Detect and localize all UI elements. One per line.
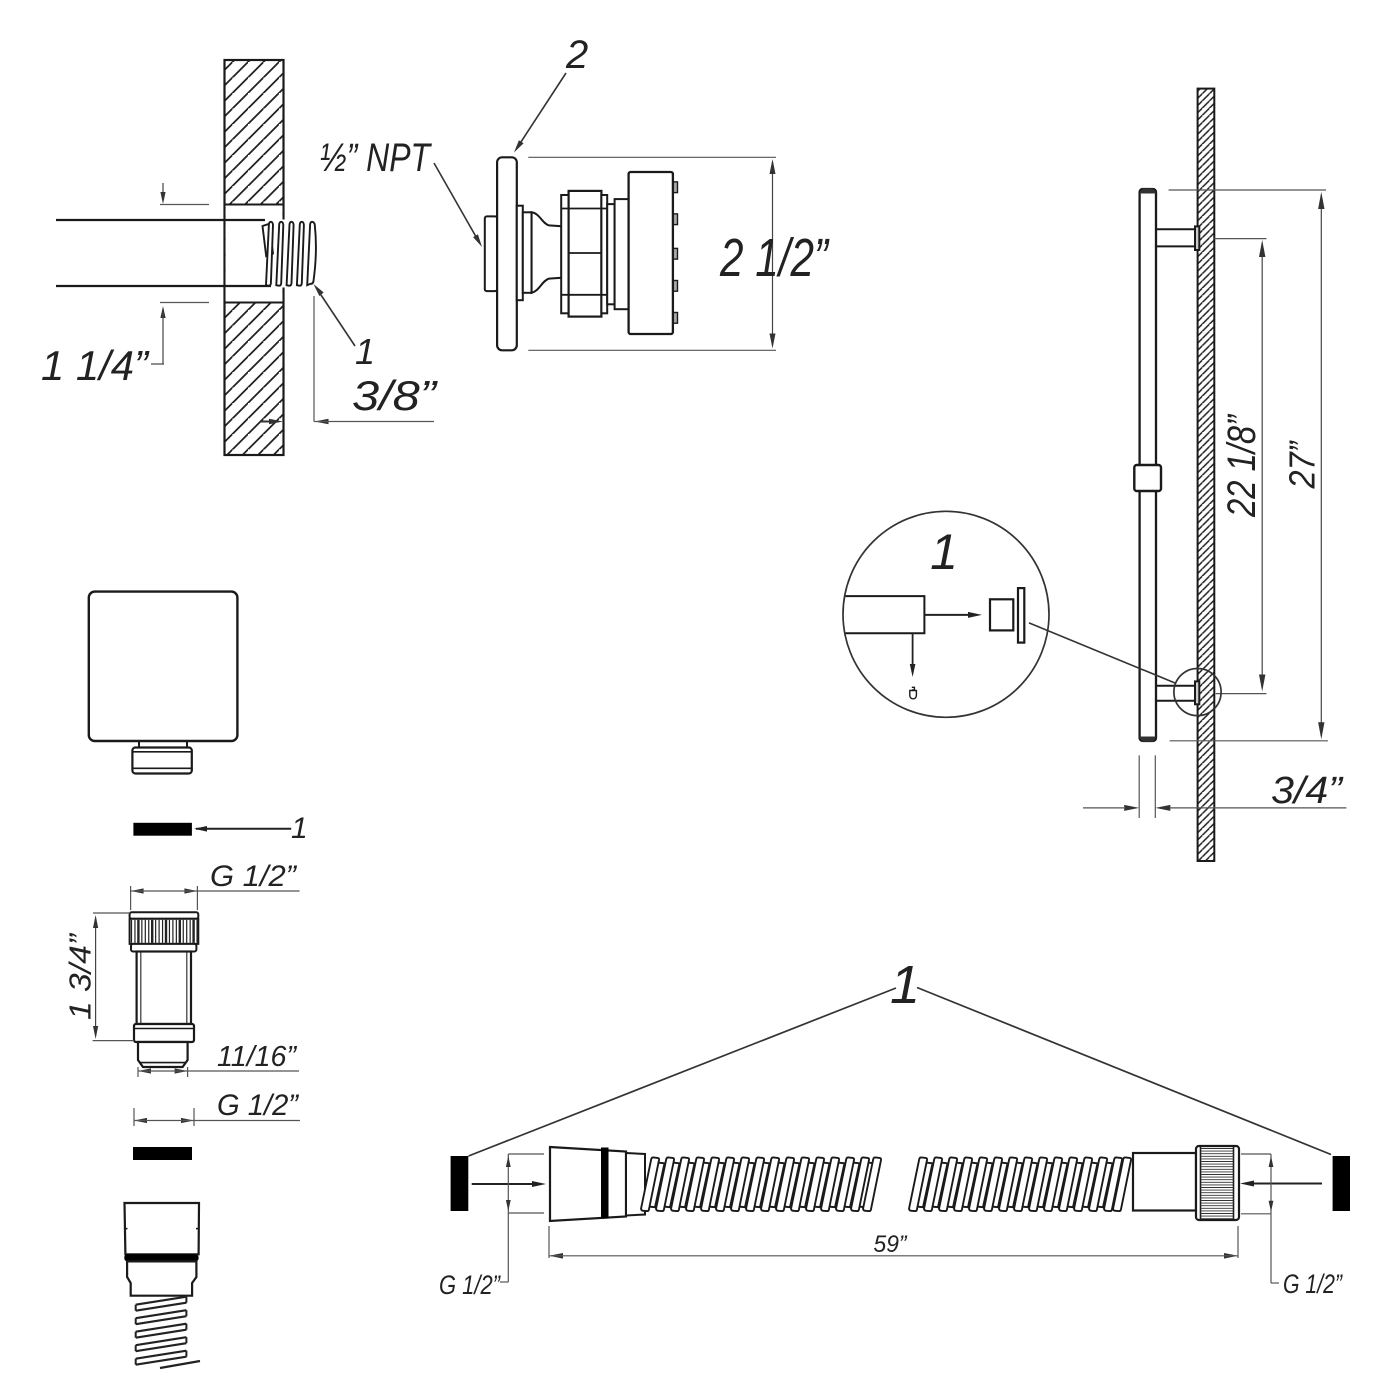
svg-text:3/4”: 3/4” xyxy=(1271,770,1345,812)
svg-text:G 1/2”: G 1/2” xyxy=(439,1270,501,1300)
svg-text:22 1/8”: 22 1/8” xyxy=(1220,414,1264,518)
svg-text:1: 1 xyxy=(930,524,958,580)
svg-text:G 1/2”: G 1/2” xyxy=(210,860,298,893)
svg-text:1: 1 xyxy=(291,812,308,845)
svg-text:59”: 59” xyxy=(874,1231,908,1258)
svg-text:1 3/4”: 1 3/4” xyxy=(63,932,98,1020)
svg-text:2: 2 xyxy=(565,33,588,77)
svg-text:11/16”: 11/16” xyxy=(217,1041,297,1073)
svg-text:G 1/2”: G 1/2” xyxy=(217,1089,300,1122)
svg-text:1: 1 xyxy=(890,955,920,1015)
svg-text:3/8”: 3/8” xyxy=(352,372,438,419)
svg-text:2 1/2”: 2 1/2” xyxy=(719,228,829,288)
svg-text:G 1/2”: G 1/2” xyxy=(1283,1269,1343,1299)
svg-text:½” NPT: ½” NPT xyxy=(320,136,432,180)
svg-text:1 1/4”: 1 1/4” xyxy=(41,342,150,389)
svg-text:1: 1 xyxy=(355,331,375,372)
svg-text:27”: 27” xyxy=(1282,440,1323,490)
